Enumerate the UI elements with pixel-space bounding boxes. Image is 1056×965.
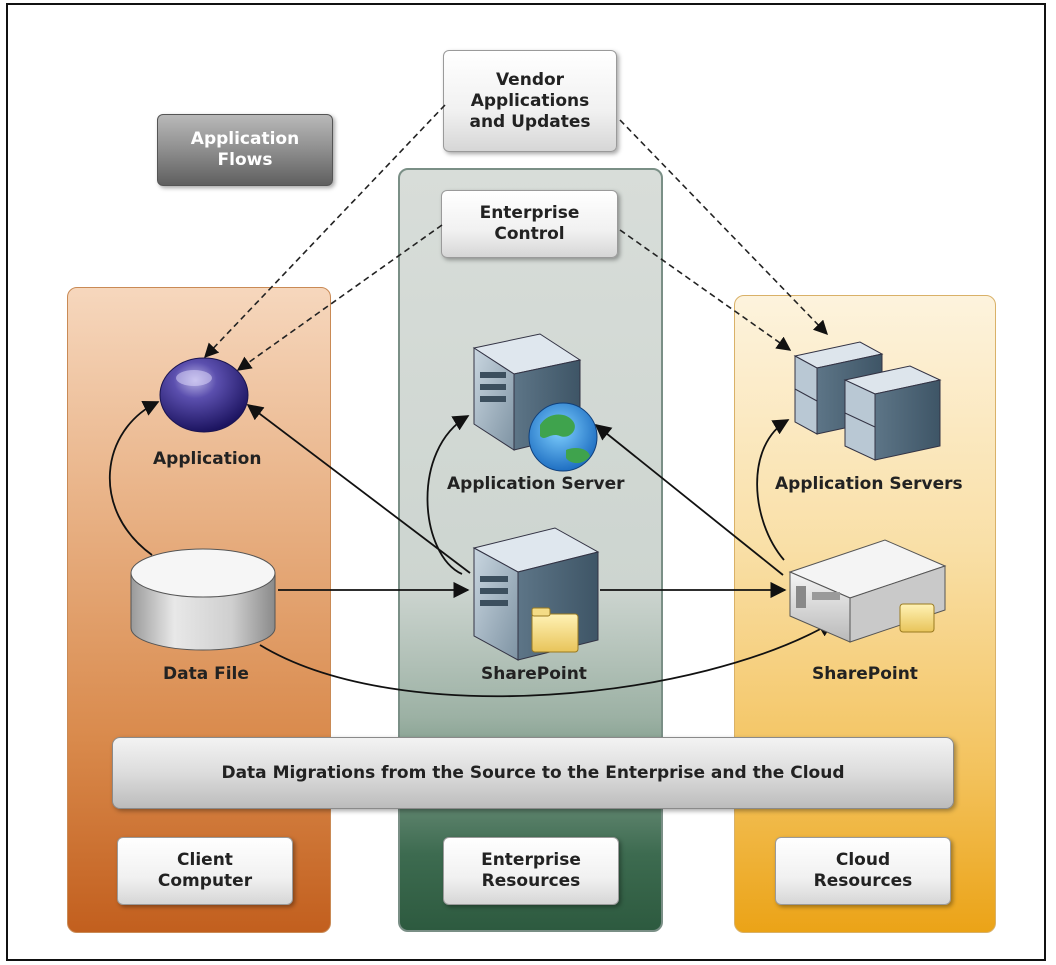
sharepoint-to-appserver-arrow bbox=[426, 415, 470, 575]
datafile-to-cloud-sharepoint-arrow bbox=[259, 621, 835, 698]
datafile-to-application-arrow bbox=[108, 401, 160, 556]
dashed-arrows bbox=[204, 104, 829, 371]
sharepoint-cloud-label: SharePoint bbox=[812, 664, 918, 684]
data-file-label: Data File bbox=[163, 664, 249, 684]
vendor-to-application-arrow bbox=[204, 104, 446, 359]
client-computer-box: Client Computer bbox=[117, 837, 293, 905]
application-flows-box: Application Flows bbox=[157, 114, 333, 186]
cloud-resources-box: Cloud Resources bbox=[775, 837, 951, 905]
sharepoint-cloud-icon bbox=[788, 539, 947, 643]
data-migrations-banner: Data Migrations from the Source to the E… bbox=[112, 737, 954, 809]
control-to-application-arrow bbox=[236, 224, 443, 371]
sharepoint-enterprise-icon bbox=[472, 527, 600, 661]
data-file-icon bbox=[130, 548, 276, 651]
application-server-icon bbox=[472, 333, 598, 472]
solid-arrows bbox=[108, 401, 835, 698]
application-servers-icon bbox=[793, 341, 942, 461]
application-label: Application bbox=[153, 449, 262, 469]
cloud-sharepoint-to-cloud-servers-arrow bbox=[756, 419, 790, 561]
sharepoint-enterprise-label: SharePoint bbox=[481, 664, 587, 684]
enterprise-resources-box: Enterprise Resources bbox=[443, 837, 619, 905]
cloud-sharepoint-to-appserver-arrow bbox=[594, 423, 784, 576]
control-to-cloud-servers-arrow bbox=[619, 229, 792, 351]
application-icon bbox=[159, 357, 249, 433]
application-servers-label: Application Servers bbox=[775, 474, 963, 494]
vendor-applications-box: Vendor Applications and Updates bbox=[443, 50, 617, 152]
sharepoint-to-application-arrow bbox=[246, 404, 471, 574]
vendor-to-cloud-servers-arrow bbox=[619, 119, 829, 336]
application-server-label: Application Server bbox=[447, 474, 625, 494]
enterprise-control-box: Enterprise Control bbox=[441, 190, 618, 258]
